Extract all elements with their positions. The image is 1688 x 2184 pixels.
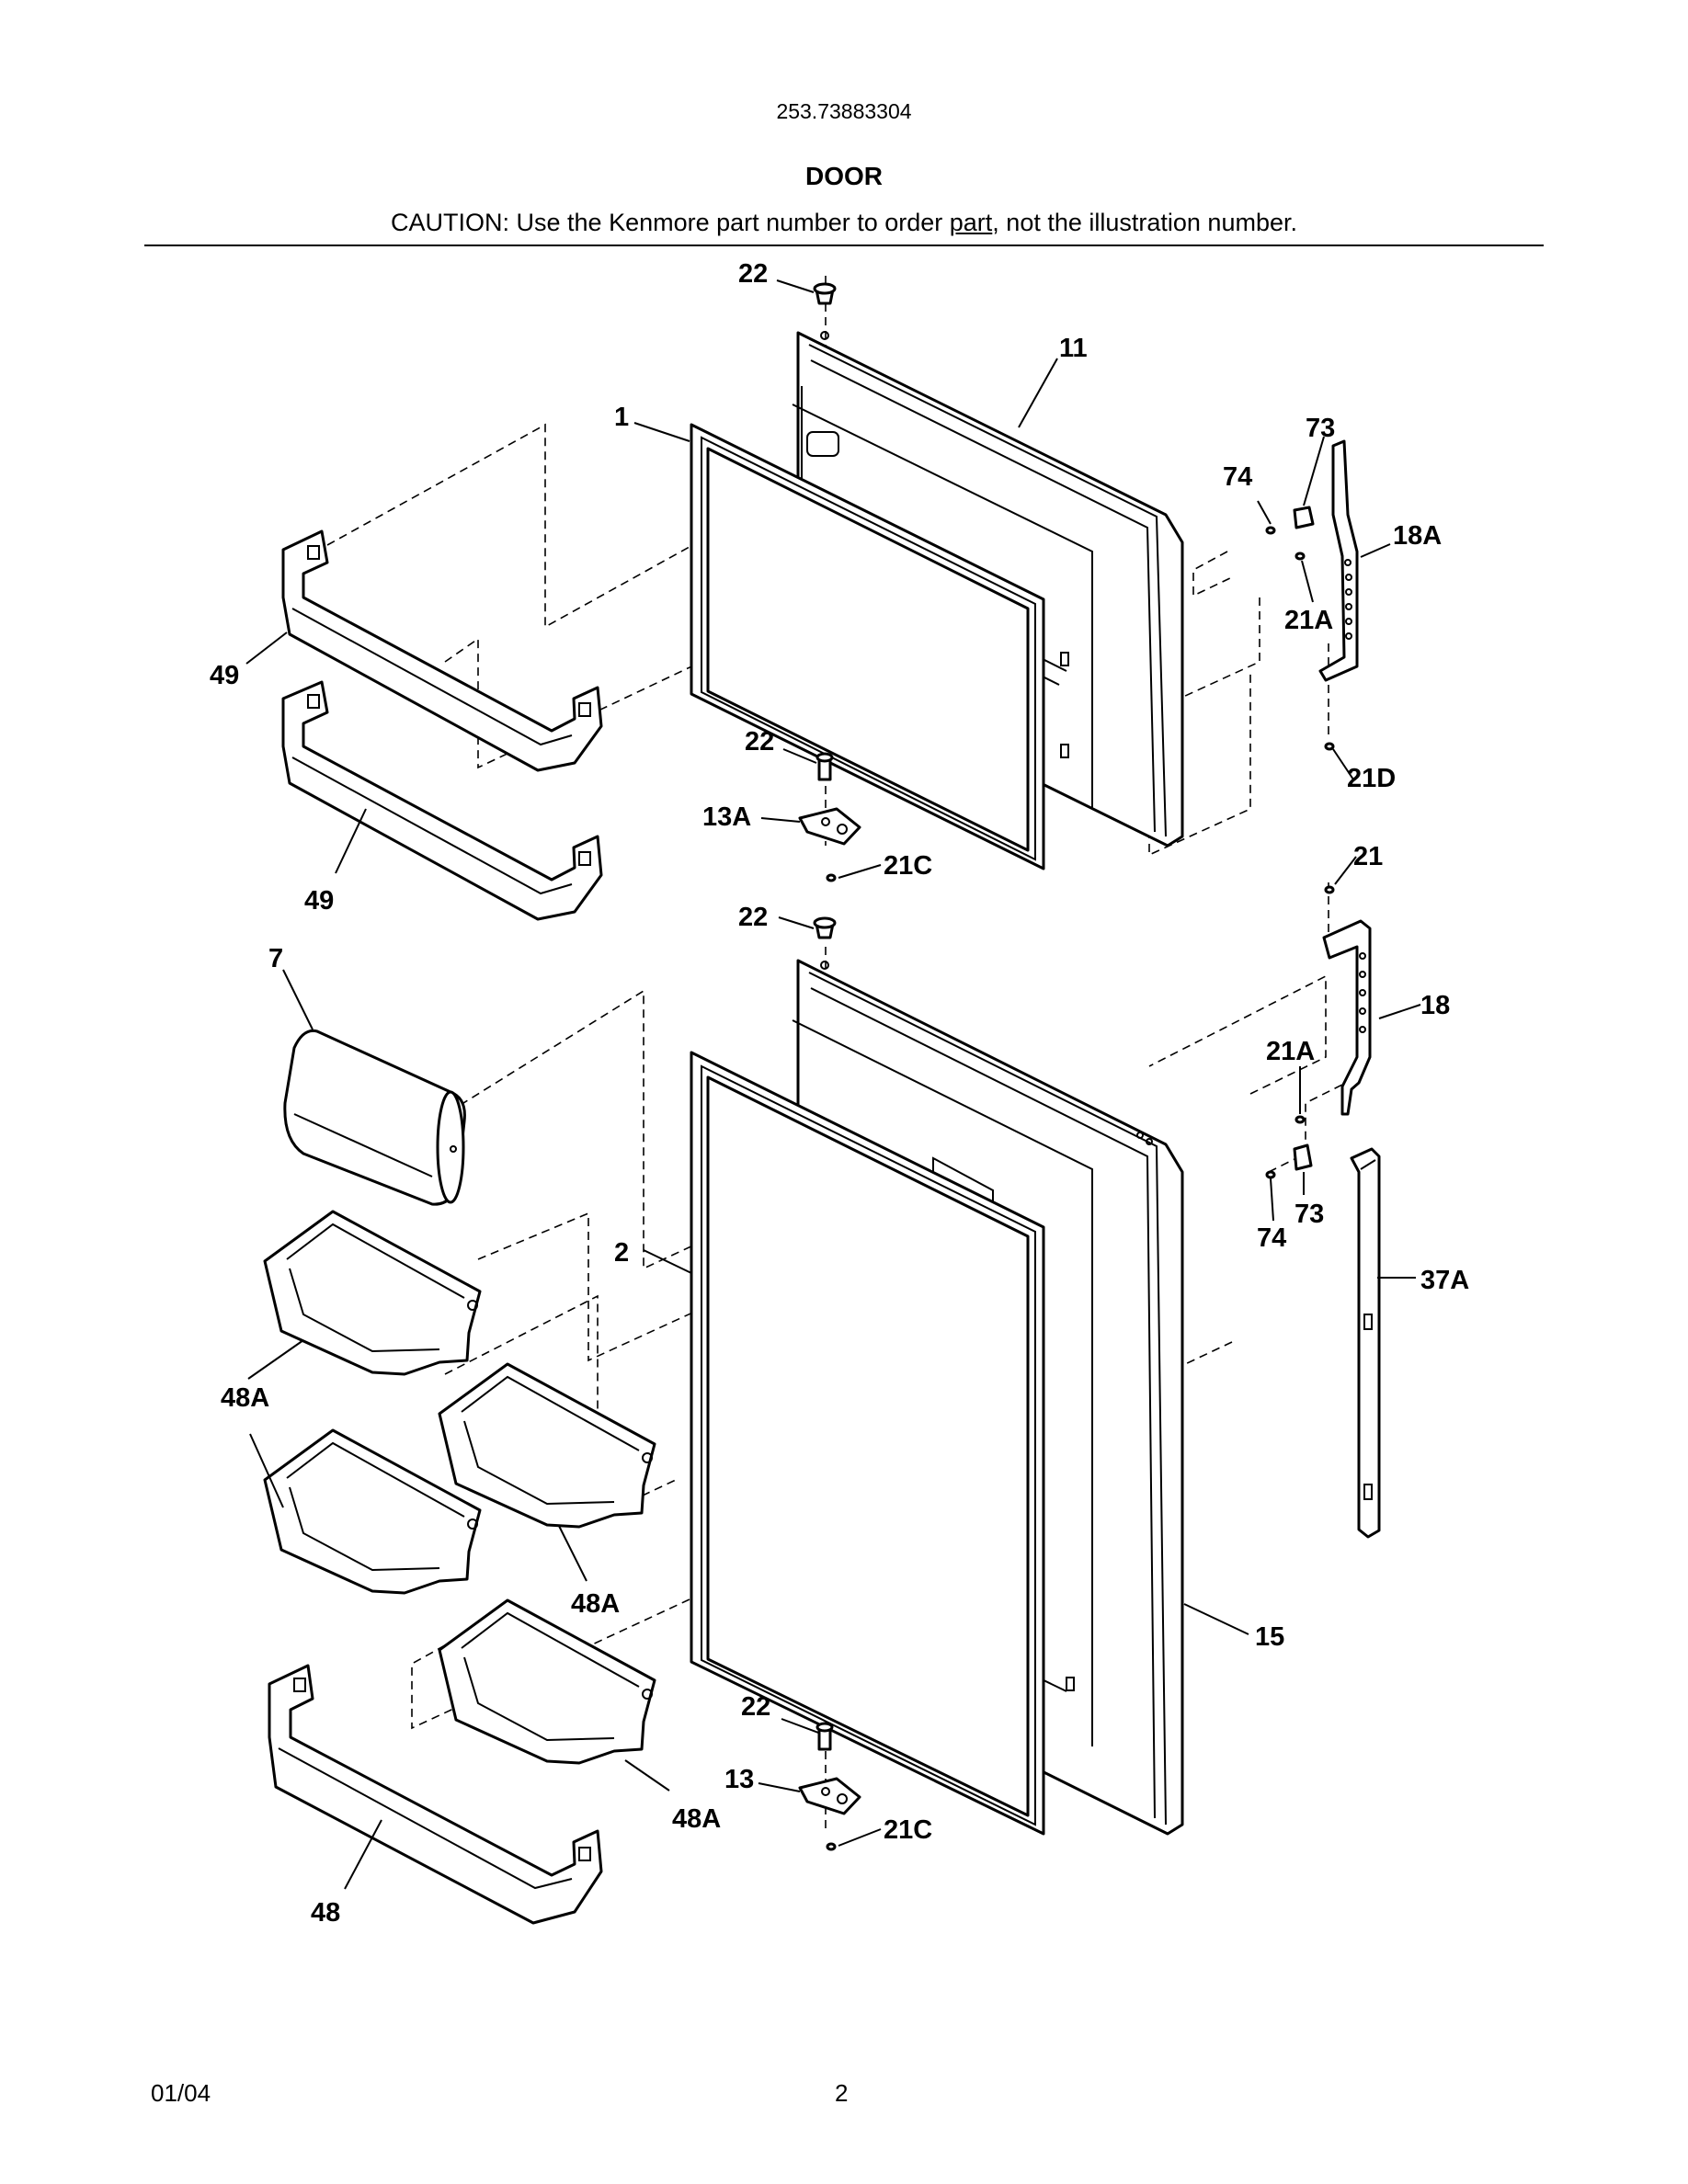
caution-underlined-word: part (949, 209, 993, 236)
callout-22-top: 22 (738, 259, 768, 289)
callout-7: 7 (268, 944, 283, 973)
callout-2: 2 (614, 1238, 629, 1268)
door-shelf-49-lower (281, 680, 603, 921)
screw-21a-top (1295, 552, 1306, 561)
callout-48: 48 (311, 1898, 340, 1928)
freezer-door-gasket (690, 423, 1045, 870)
callout-15: 15 (1255, 1622, 1284, 1652)
callout-48a-b: 48A (571, 1589, 620, 1619)
callout-37a: 37A (1420, 1266, 1469, 1295)
door-bushing-mid (815, 752, 834, 781)
screw-21c-top (826, 873, 837, 882)
caution-prefix: CAUTION: Use the Kenmore part number to … (391, 209, 950, 236)
door-bin-48a-upper-left (263, 1210, 482, 1376)
callout-22-mid: 22 (745, 727, 774, 756)
end-cap-73-top (1293, 506, 1315, 529)
callout-73-top: 73 (1306, 414, 1335, 443)
callout-48a-c: 48A (672, 1804, 721, 1834)
callout-11: 11 (1059, 334, 1088, 363)
door-bin-48a-bottom-right (438, 1598, 656, 1765)
callout-22-lower: 22 (738, 903, 768, 932)
footer-page-number: 2 (835, 2079, 849, 2107)
screw-74-top (1265, 526, 1276, 535)
handle-trim-37a (1350, 1147, 1381, 1539)
callout-21d: 21D (1347, 764, 1396, 793)
callout-labels: 22 11 1 73 74 18A 21A 49 22 21D 13A 21C … (210, 259, 1469, 1928)
handle-18 (1322, 919, 1372, 1116)
hinge-plate-13 (798, 1777, 861, 1815)
handle-18a (1318, 439, 1359, 682)
end-cap-73-low (1293, 1143, 1313, 1171)
hinge-plate-13a (798, 807, 861, 846)
caution-suffix: , not the illustration number. (992, 209, 1297, 236)
door-bushing-bottom (815, 1722, 834, 1751)
door-shelf-48 (268, 1664, 603, 1925)
screw-74-low (1265, 1170, 1276, 1179)
dairy-door-7 (283, 1029, 466, 1206)
callout-21a-low: 21A (1266, 1037, 1315, 1066)
callout-13: 13 (724, 1765, 754, 1794)
callout-21c-top: 21C (884, 851, 932, 881)
callout-21c-bottom: 21C (884, 1815, 932, 1845)
screw-21c-bottom (826, 1842, 837, 1851)
screw-21 (1324, 885, 1335, 894)
caution-note: CAUTION: Use the Kenmore part number to … (0, 209, 1688, 237)
door-shelf-49-upper (281, 529, 603, 772)
callout-leader-lines (245, 279, 1421, 1890)
footer-date: 01/04 (151, 2079, 211, 2107)
screw-21a-low (1295, 1115, 1306, 1124)
callout-49-b: 49 (304, 886, 334, 916)
door-bushing-lower (813, 916, 837, 939)
header-rule (144, 245, 1544, 246)
fresh-food-door-gasket (690, 1051, 1045, 1836)
screw-21d (1324, 742, 1335, 751)
callout-74-top: 74 (1223, 462, 1252, 492)
callout-21a-top: 21A (1284, 606, 1333, 635)
callout-22-bottom: 22 (741, 1692, 770, 1722)
callout-13a: 13A (702, 802, 751, 832)
callout-48a-a: 48A (221, 1383, 269, 1413)
door-bushing-top (813, 282, 837, 305)
callout-18a: 18A (1393, 521, 1442, 551)
door-bin-48a-lower-left (263, 1428, 482, 1595)
callout-1: 1 (614, 403, 629, 432)
section-title: DOOR (805, 162, 883, 190)
callout-18: 18 (1420, 991, 1450, 1020)
door-bin-48a-middle-right (438, 1362, 656, 1529)
callout-73-low: 73 (1295, 1200, 1324, 1229)
callout-21: 21 (1353, 842, 1383, 871)
callout-74-low: 74 (1257, 1223, 1286, 1253)
callout-49-a: 49 (210, 661, 239, 690)
model-number: 253.73883304 (776, 99, 912, 123)
